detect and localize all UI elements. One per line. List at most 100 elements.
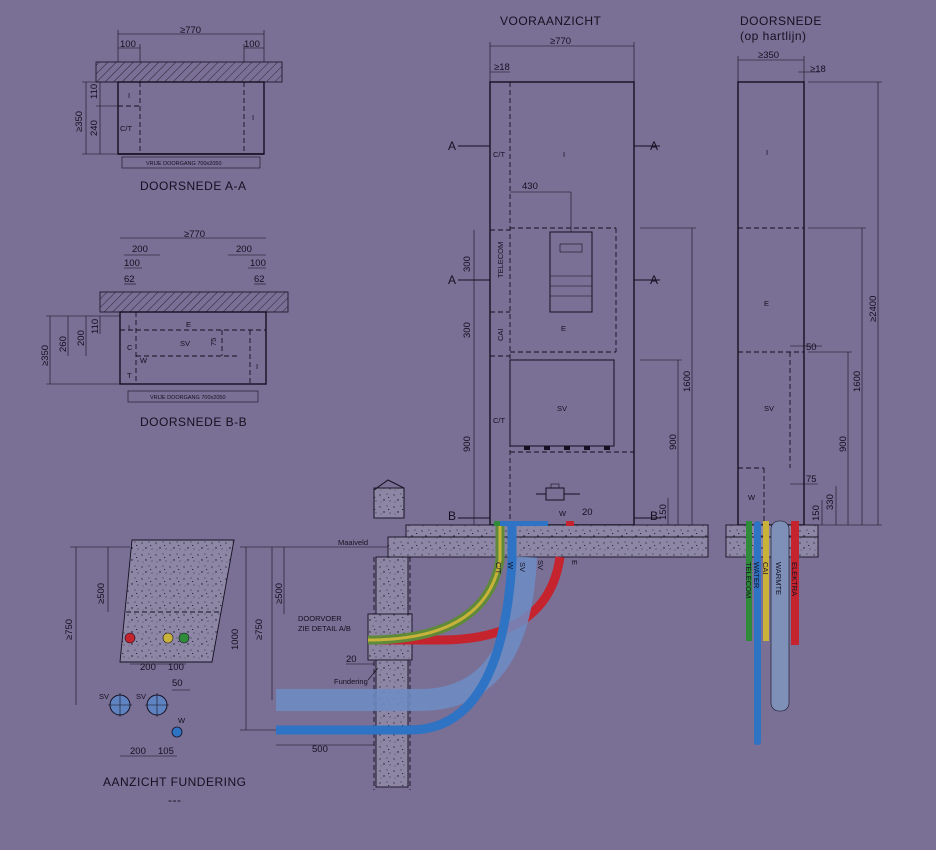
dim-fnd-500: ≥500 <box>96 583 107 604</box>
dim-bb-260: 260 <box>58 336 69 352</box>
dim-fnd-105: 105 <box>158 746 174 757</box>
dim-fv-300a: 300 <box>462 256 473 272</box>
dim-fv-500: ≥500 <box>274 583 285 604</box>
label-bb-c: C <box>127 343 133 352</box>
cs-water-pipe <box>754 521 761 745</box>
water-pipe <box>276 526 517 735</box>
dim-bb-62b: 62 <box>254 274 265 285</box>
label-bb-t: T <box>127 371 132 380</box>
foundation-cai <box>162 632 174 644</box>
label-aa-i: I <box>128 91 130 100</box>
dim-fnd-200: 200 <box>140 662 156 673</box>
dim-fnd-200b: 200 <box>130 746 146 757</box>
zone-cs-i: I <box>766 148 768 157</box>
title-foundation-view: AANZICHT FUNDERING <box>103 775 246 789</box>
cs-label-water: WATER <box>752 562 761 589</box>
title-cross-section: DOORSNEDE <box>740 14 822 28</box>
zone-cs-e: E <box>764 299 769 308</box>
dim-bb-100a: 100 <box>124 258 140 269</box>
dim-bb-width: ≥770 <box>184 229 205 240</box>
zone-fv-e: E <box>561 324 566 333</box>
mark-b-right: B <box>650 509 659 523</box>
feedthrough-detail: ZIE DETAIL A/B <box>298 624 351 633</box>
dim-cs-18: ≥18 <box>810 64 826 75</box>
mark-a-left-2: A <box>448 273 457 287</box>
cross-section: DOORSNEDE (op hartlijn) ≥350 ≥18 I E SV … <box>725 14 882 745</box>
label-bb-e: E <box>186 320 191 329</box>
cs-telecom-pipe <box>746 521 752 641</box>
dim-fv-width: ≥770 <box>550 36 571 47</box>
title-front-view: VOORAANZICHT <box>500 14 602 28</box>
zone-fv-ct2: C/T <box>493 416 506 425</box>
cs-label-warmte: WARMTE <box>774 562 783 595</box>
fnd-label-sv1: SV <box>99 692 109 701</box>
label-aa-ct: C/T <box>120 124 133 133</box>
dim-cs-50: 50 <box>806 342 817 353</box>
wall-hatch <box>95 61 283 83</box>
dim-bb-100b: 100 <box>250 258 266 269</box>
dim-cs-330: 330 <box>825 494 836 510</box>
dim-aa-110: 110 <box>89 84 100 99</box>
front-view: VOORAANZICHT ≥770 ≥18 430 <box>230 14 709 790</box>
foundation-wall <box>375 556 409 788</box>
dim-cs-900: 900 <box>838 436 849 452</box>
dim-aa-width: ≥770 <box>180 25 201 36</box>
dim-bb-200a: 200 <box>132 244 148 255</box>
cs-label-telecom: TELECOM <box>744 562 753 598</box>
dim-fv-750: ≥750 <box>254 619 265 640</box>
dim-cs-75: 75 <box>806 474 817 485</box>
title-section-bb: DOORSNEDE B-B <box>140 415 247 429</box>
section-bb: ≥770 200 200 100 100 62 62 ≥350 260 200 … <box>40 229 289 429</box>
mark-a-right-1: A <box>650 139 659 153</box>
foundation-block <box>119 539 235 663</box>
dim-bb-depth: ≥350 <box>40 345 51 366</box>
dim-aa-depth: ≥350 <box>74 111 85 132</box>
dim-cs-2400: ≥2400 <box>868 296 879 322</box>
zone-fv-cai: CAI <box>496 328 505 341</box>
pipe-label-w: W <box>506 562 515 570</box>
sv-box <box>509 359 615 447</box>
zone-fv-sv: SV <box>557 404 567 413</box>
dim-fv-20: 20 <box>582 507 593 518</box>
feedthrough-label: DOORVOER <box>298 614 342 623</box>
dim-bb-62a: 62 <box>124 274 135 285</box>
dim-cs-150: 150 <box>811 505 822 521</box>
pipe-label-ct: C/T <box>494 562 503 575</box>
fnd-label-sv2: SV <box>136 692 146 701</box>
zone-cs-w: W <box>748 493 756 502</box>
dim-fv-150: 150 <box>658 504 669 520</box>
dim-fnd-750: ≥750 <box>64 619 75 640</box>
dim-aa-left: 100 <box>120 39 136 50</box>
passage-bb: VRIJE DOORGANG 700x2050 <box>150 395 226 401</box>
mark-a-right-2: A <box>650 273 659 287</box>
dim-fv-1000: 1000 <box>230 629 241 650</box>
dim-fv-430: 430 <box>522 181 538 192</box>
water-meter <box>536 483 580 501</box>
wall-hatch-bb <box>99 291 289 313</box>
dim-fv-1600: 1600 <box>682 371 693 392</box>
label-bb-i: I <box>128 323 130 332</box>
pipe-label-e: E <box>570 560 579 565</box>
cs-elektra-pipe <box>791 521 799 645</box>
cabinet-front <box>489 81 635 526</box>
foundation-view: SV SV W ≥500 ≥750 200 100 50 200 105 AAN… <box>64 539 246 807</box>
mark-a-left-1: A <box>448 139 457 153</box>
zone-fv-ct1: C/T <box>493 150 506 159</box>
cai-pipe <box>367 526 502 642</box>
dim-cs-350: ≥350 <box>758 50 779 61</box>
passage-aa: VRIJE DOORGANG 700x2050 <box>146 161 222 167</box>
label-bb-w: W <box>140 356 148 365</box>
ground-level: Maaiveld <box>338 538 368 547</box>
dim-fv-20b: 20 <box>346 654 357 665</box>
dim-bb-110: 110 <box>90 319 101 334</box>
pipe-label-sv1: SV <box>518 562 527 572</box>
dim-fv-900: 900 <box>462 436 473 452</box>
foundation-view-sub: --- <box>168 793 182 807</box>
foundation-label: Fundering <box>334 677 368 686</box>
dim-aa-right: 100 <box>244 39 260 50</box>
dim-fv-900r: 900 <box>668 434 679 450</box>
cs-warmte-pipe <box>770 520 790 712</box>
pipe-label-sv2: SV <box>536 560 545 570</box>
